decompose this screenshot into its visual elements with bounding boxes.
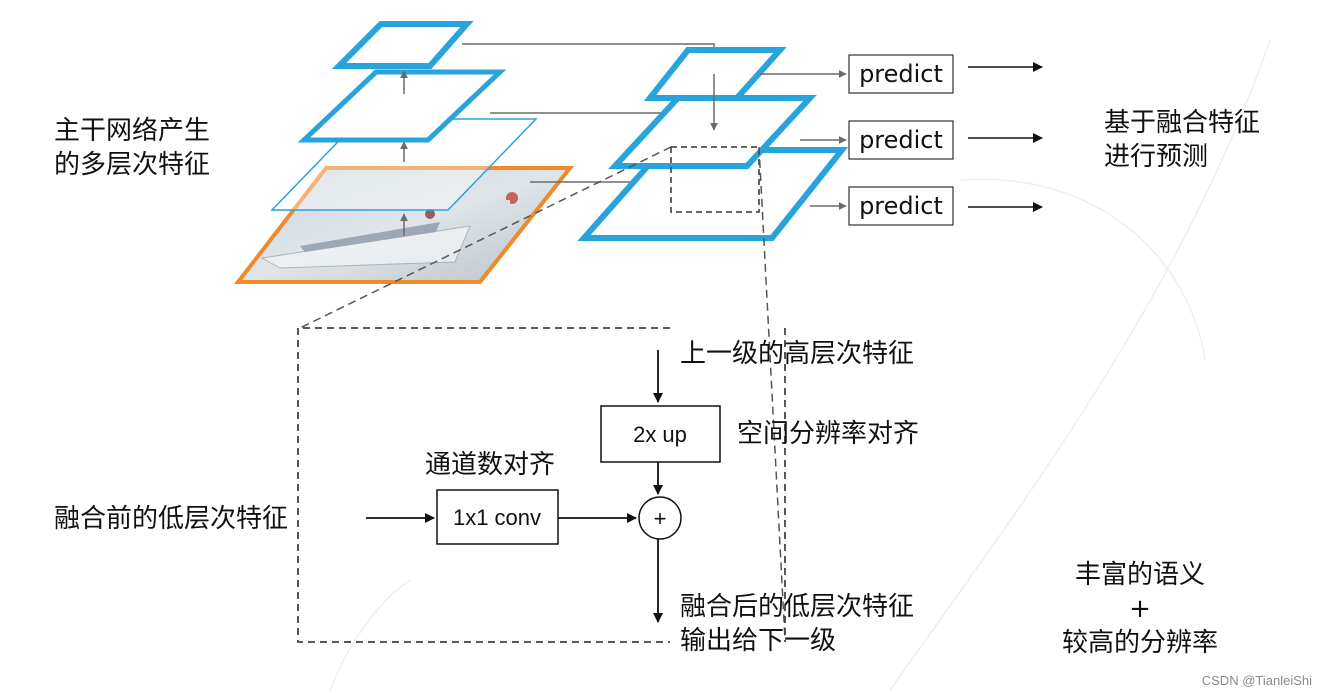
backbone-label-line2: 的多层次特征 [54, 150, 211, 180]
output-label-line1: 融合后的低层次特征 [680, 592, 915, 622]
output-arrows [968, 62, 1043, 212]
predict-label: predict [859, 60, 943, 88]
backbone-label-line1: 主干网络产生 [54, 116, 211, 146]
backbone-layer-4 [331, 21, 474, 69]
predict-box: predict [848, 120, 954, 160]
upsample-box: 2x up [600, 405, 721, 463]
boat-photo [260, 192, 518, 269]
conv-note: 通道数对齐 [425, 450, 556, 480]
output-label: 融合后的低层次特征 输出给下一级 [680, 590, 914, 658]
prediction-label-line2: 进行预测 [1104, 142, 1209, 172]
prediction-label: 基于融合特征 进行预测 [1104, 106, 1260, 174]
watermark: CSDN @TianleiShi [1201, 673, 1312, 688]
feature-pyramid [577, 47, 849, 241]
fpn-layer-bottom [577, 147, 849, 241]
fpn-layer-top [643, 47, 787, 101]
backbone-pyramid [233, 21, 575, 284]
sum-node: + [638, 496, 682, 540]
upsample-note: 空间分辨率对齐 [737, 419, 920, 449]
backbone-layer-3 [297, 69, 507, 143]
predict-box: predict [848, 54, 954, 94]
conv-label: 1x1 conv [453, 505, 541, 530]
fpn-layer-middle [608, 95, 817, 169]
zoom-region [670, 146, 760, 213]
predict-label: predict [859, 192, 943, 220]
output-label-line2: 输出给下一级 [680, 626, 837, 656]
summary-label: 丰富的语义 + 较高的分辨率 [1040, 558, 1240, 660]
sum-symbol: + [654, 506, 667, 531]
detail-frame [297, 327, 786, 643]
zoom-guides [299, 146, 786, 641]
background-arcs [329, 39, 1271, 691]
conv-box: 1x1 conv [436, 489, 559, 545]
summary-line1: 丰富的语义 [1074, 560, 1205, 590]
predict-box: predict [848, 186, 954, 226]
top-input-label: 上一级的高层次特征 [680, 339, 915, 369]
summary-line2: 较高的分辨率 [1061, 628, 1218, 658]
backbone-label: 主干网络产生 的多层次特征 [54, 114, 210, 182]
predict-label: predict [859, 126, 943, 154]
summary-plus: + [1129, 594, 1151, 624]
predict-connectors [760, 70, 847, 210]
left-input-label: 融合前的低层次特征 [54, 504, 289, 534]
prediction-label-line1: 基于融合特征 [1104, 108, 1261, 138]
upsample-label: 2x up [633, 422, 687, 447]
